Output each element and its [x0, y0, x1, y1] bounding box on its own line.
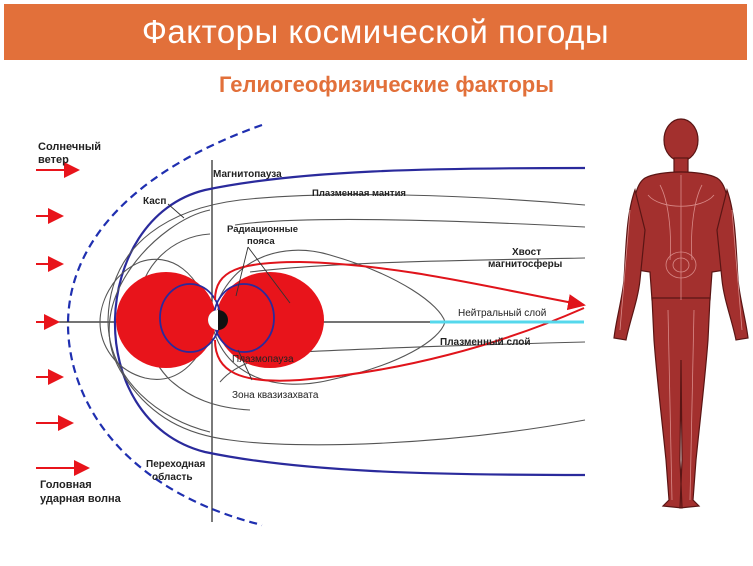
closed-field-loop: [99, 258, 213, 380]
field-line: [219, 341, 586, 383]
label-radiation-belts-1: Радиационные: [227, 224, 298, 235]
earth-dayside: [208, 310, 218, 330]
label-magnetotail-2: магнитосферы: [488, 258, 562, 270]
radiation-belt-right: [216, 272, 324, 368]
figure-left-arm: [613, 187, 646, 341]
figure-head: [663, 118, 699, 162]
red-field-line-lower: [214, 307, 585, 382]
label-cusp: Касп: [143, 196, 166, 207]
label-plasmapause: Плазмопауза: [232, 354, 294, 365]
solar-wind-arrows: [36, 162, 90, 476]
label-bow-shock-1: Головная: [40, 479, 92, 491]
radiation-belt-left: [116, 272, 216, 368]
label-transition-1: Переходная: [146, 459, 206, 470]
label-magnetotail-1: Хвост: [512, 247, 541, 258]
leader-line: [247, 246, 291, 304]
field-line: [249, 257, 586, 273]
label-solar-wind-2: ветер: [38, 154, 69, 166]
label-radiation-belts-2: пояса: [247, 236, 275, 247]
label-solar-wind-1: Солнечный: [38, 141, 101, 153]
label-neutral-layer: Нейтральный слой: [458, 308, 546, 319]
magnetopause-line: [113, 166, 586, 477]
label-plasma-layer: Плазменный слой: [440, 337, 531, 348]
field-line: [107, 194, 586, 433]
leader-line: [237, 349, 253, 381]
label-plasma-mantle: Плазменная мантия: [312, 188, 406, 199]
human-body-icon: [613, 118, 749, 509]
bow-shock-line: [67, 123, 263, 527]
leader-line: [235, 246, 249, 297]
figure-right-arm: [716, 187, 749, 341]
label-capture-zone: Зона квазизахвата: [232, 390, 319, 401]
figure-neck: [673, 157, 689, 173]
field-line: [234, 218, 586, 228]
label-bow-shock-2: ударная волна: [40, 493, 122, 505]
label-magnetopause: Магнитопауза: [213, 169, 282, 180]
page-subtitle: Гелиогеофизические факторы: [218, 72, 555, 97]
red-field-line-upper: [214, 260, 586, 311]
page-title: Факторы космической погоды: [141, 13, 610, 50]
leader-line: [167, 203, 185, 219]
figure-vessels: [619, 175, 743, 501]
figure-legs: [651, 297, 711, 509]
title-bar: Факторы космической погоды: [4, 4, 747, 60]
label-transition-2: область: [152, 471, 193, 483]
